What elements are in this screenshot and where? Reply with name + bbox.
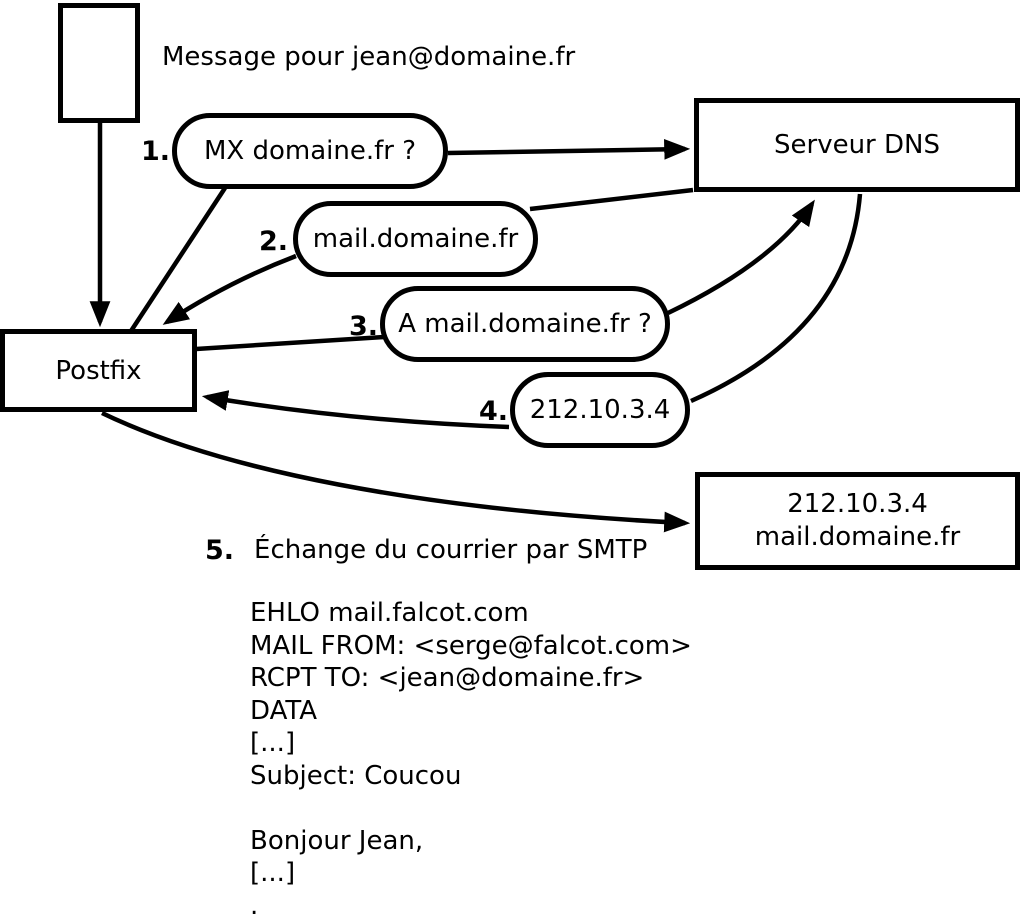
arrow-postfix-to-destination <box>101 410 691 533</box>
step5-label: Échange du courrier par SMTP <box>254 535 648 565</box>
pill-mx-response-label: mail.domaine.fr <box>312 224 519 254</box>
message-label: Message pour jean@domaine.fr <box>162 42 576 72</box>
arrow-pill1-to-dns <box>447 138 691 160</box>
line-dns-to-pill2 <box>529 187 694 212</box>
pill-mx-query-label: MX domaine.fr ? <box>203 136 417 166</box>
arrow-pill2-to-postfix <box>162 253 297 325</box>
dns-server-box: Serveur DNS <box>694 98 1020 192</box>
postfix-label: Postfix <box>55 355 142 386</box>
destination-ip: 212.10.3.4 <box>787 489 928 519</box>
arrow-pill3-to-dns <box>667 199 815 316</box>
pill-a-response: 212.10.3.4 <box>510 372 690 448</box>
postfix-box: Postfix <box>0 329 197 412</box>
pill-a-query-label: A mail.domaine.fr ? <box>398 309 652 339</box>
smtp-session-text: EHLO mail.falcot.com MAIL FROM: <serge@f… <box>250 598 692 921</box>
line-postfix-to-pill3 <box>195 334 385 352</box>
pill-mx-query: MX domaine.fr ? <box>172 113 448 189</box>
step5-caption: 5. Échange du courrier par SMTP <box>205 535 647 566</box>
dns-server-label: Serveur DNS <box>774 130 940 160</box>
arrow-pill4-to-postfix <box>201 390 510 430</box>
pill-a-query: A mail.domaine.fr ? <box>380 286 670 362</box>
pill-mx-response: mail.domaine.fr <box>293 201 538 277</box>
step5-number: 5. <box>205 535 235 566</box>
step1-number: 1. <box>140 136 170 167</box>
message-source-box <box>58 3 140 123</box>
pill-a-response-label: 212.10.3.4 <box>529 395 671 425</box>
step4-number: 4. <box>478 396 508 427</box>
line-dns-to-pill4 <box>690 193 863 404</box>
line-postfix-to-pill1 <box>129 186 227 333</box>
step2-number: 2. <box>258 226 288 257</box>
destination-host: mail.domaine.fr <box>754 522 961 552</box>
step3-number: 3. <box>348 311 378 342</box>
destination-server-box: 212.10.3.4 mail.domaine.fr <box>695 472 1020 570</box>
